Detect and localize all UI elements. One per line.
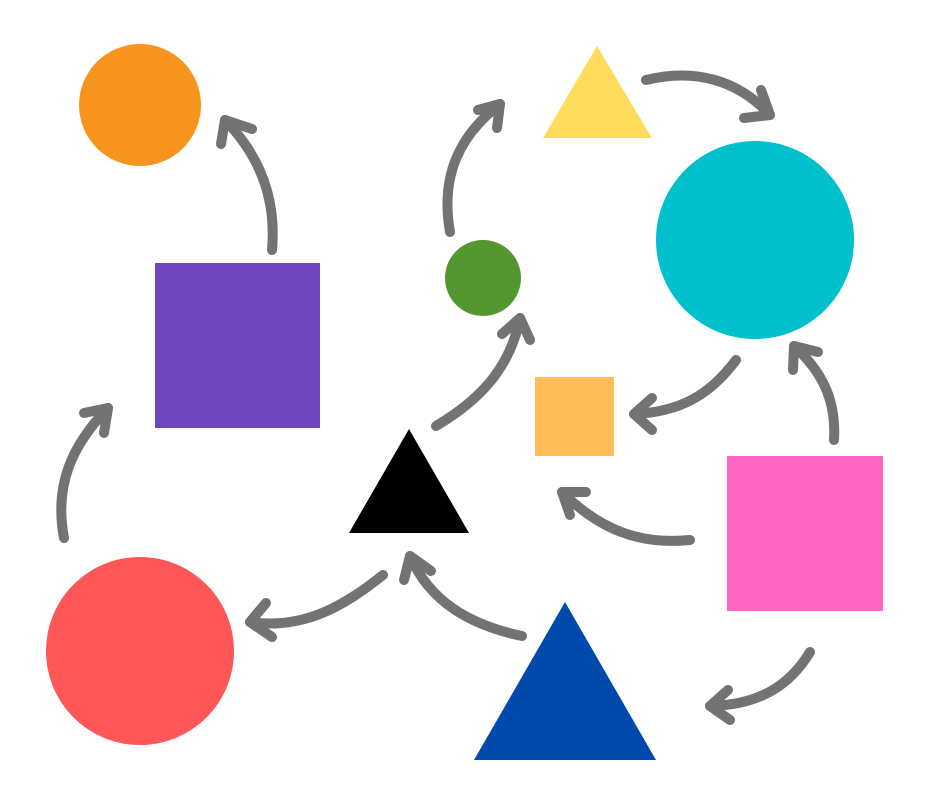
purple-square <box>155 263 320 428</box>
arrow-pink-square-to-teal-circle <box>788 341 840 445</box>
arrow-black-triangle-to-green-circle <box>431 313 535 431</box>
arrow-pink-square-to-blue-triangle <box>705 647 815 725</box>
arrow-blue-triangle-to-black-triangle <box>399 551 527 641</box>
light-orange-square <box>535 377 614 456</box>
yellow-triangle <box>543 46 652 138</box>
arrow-black-triangle-to-red-circle <box>245 570 388 642</box>
arrow-red-circle-to-purple-square <box>56 403 113 543</box>
shapes <box>46 44 883 760</box>
teal-circle <box>656 141 854 339</box>
pink-square <box>727 456 883 611</box>
blue-triangle <box>474 602 656 760</box>
orange-circle <box>79 44 201 166</box>
green-circle <box>445 240 521 316</box>
red-circle <box>46 557 234 745</box>
arrow-yellow-triangle-to-teal-circle <box>641 70 775 123</box>
arrows <box>56 70 840 725</box>
arrow-teal-circle-to-light-orange-square <box>629 355 741 435</box>
arrow-purple-square-to-orange-circle <box>216 115 278 255</box>
arrow-green-circle-to-yellow-triangle <box>442 99 505 237</box>
arrow-pink-square-to-light-orange-square <box>557 487 695 546</box>
black-triangle <box>349 429 469 533</box>
